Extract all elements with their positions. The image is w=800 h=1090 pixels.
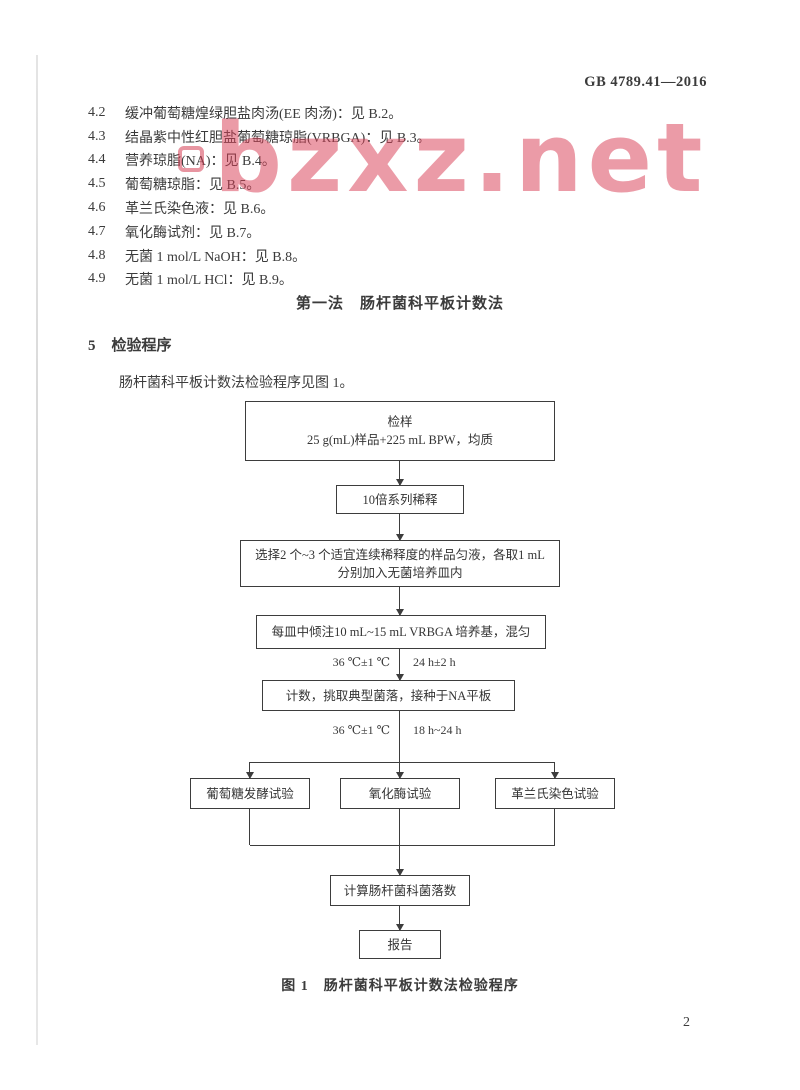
list-item: 4.2 缓冲葡萄糖煌绿胆盐肉汤(EE 肉汤)：见 B.2。	[88, 101, 708, 125]
list-item: 4.9 无菌 1 mol/L HCl：见 B.9。	[88, 268, 708, 292]
flow-arrow-down	[395, 514, 404, 541]
flow-box-glucose-test-text: 葡萄糖发酵试验	[206, 786, 294, 801]
flow-box-sample-line1: 检样	[387, 415, 413, 429]
flow-arrow-down	[395, 906, 404, 931]
condition-temp-1: 36 ℃±1 ℃	[332, 655, 390, 669]
reagent-number: 4.2	[88, 104, 106, 120]
flow-arrow-down	[395, 461, 404, 486]
flow-arrow-down	[395, 762, 404, 779]
flow-box-calculate: 计算肠杆菌科菌落数	[330, 875, 470, 906]
clause-title: 检验程序	[111, 338, 172, 354]
figure-caption: 图 1 肠杆菌科平板计数法检验程序	[281, 979, 519, 994]
reagent-text: 革兰氏染色液：见 B.6。	[125, 202, 275, 218]
list-item: 4.5 葡萄糖琼脂：见 B.5。	[88, 172, 708, 196]
flow-box-dilution: 10倍系列稀释	[336, 485, 464, 514]
flow-arrow-down	[245, 762, 254, 779]
list-item: 4.3 结晶紫中性红胆盐葡萄糖琼脂(VRBGA)：见 B.3。	[88, 125, 708, 149]
list-item: 4.8 无菌 1 mol/L NaOH：见 B.8。	[88, 244, 708, 268]
reagent-text: 营养琼脂(NA)：见 B.4。	[125, 154, 276, 170]
reagent-number: 4.3	[88, 128, 106, 144]
doc-number: GB 4789.41—2016	[584, 74, 707, 90]
reagent-number: 4.4	[88, 152, 106, 168]
flow-box-pour: 每皿中倾注10 mL~15 mL VRBGA 培养基，混匀	[256, 615, 546, 649]
flow-box-report-text: 报告	[387, 937, 413, 952]
flow-box-select-line2: 分别加入无菌培养皿内	[337, 565, 463, 580]
reagent-text: 葡萄糖琼脂：见 B.5。	[125, 178, 261, 194]
flow-box-gram-test: 革兰氏染色试验	[495, 778, 615, 809]
flow-arrow-down	[395, 809, 404, 876]
reagent-list: 4.2 缓冲葡萄糖煌绿胆盐肉汤(EE 肉汤)：见 B.2。 4.3 结晶紫中性红…	[88, 101, 708, 291]
clause-heading: 5 检验程序	[88, 334, 172, 355]
flow-box-oxidase-test: 氧化酶试验	[340, 778, 460, 809]
reagent-number: 4.7	[88, 223, 106, 239]
flow-arrow-down	[395, 649, 404, 681]
flow-box-glucose-test: 葡萄糖发酵试验	[190, 778, 310, 809]
reagent-text: 结晶紫中性红胆盐葡萄糖琼脂(VRBGA)：见 B.3。	[125, 130, 431, 146]
list-item: 4.4 营养琼脂(NA)：见 B.4。	[88, 149, 708, 173]
list-item: 4.6 革兰氏染色液：见 B.6。	[88, 196, 708, 220]
reagent-number: 4.5	[88, 176, 106, 192]
flow-box-count: 计数，挑取典型菌落，接种于NA平板	[262, 680, 515, 711]
page-number: 2	[683, 1015, 690, 1030]
clause-number: 5	[88, 338, 96, 354]
condition-temp-2: 36 ℃±1 ℃	[332, 723, 390, 737]
condition-time-1: 24 h±2 h	[413, 655, 456, 669]
flow-box-count-text: 计数，挑取典型菌落，接种于NA平板	[285, 688, 492, 703]
reagent-number: 4.8	[88, 247, 106, 263]
flow-box-select: 选择2 个~3 个适宜连续稀释度的样品匀液，各取1 mL 分别加入无菌培养皿内	[240, 540, 560, 587]
intro-paragraph: 肠杆菌科平板计数法检验程序见图 1。	[119, 376, 354, 391]
reagent-text: 无菌 1 mol/L NaOH：见 B.8。	[125, 249, 307, 265]
reagent-number: 4.9	[88, 271, 106, 287]
flow-box-report: 报告	[359, 930, 441, 959]
flow-box-calculate-text: 计算肠杆菌科菌落数	[343, 883, 457, 898]
flow-branch-line	[250, 762, 555, 763]
flow-line-down	[399, 711, 400, 762]
scan-edge-artifact	[36, 55, 38, 1045]
reagent-number: 4.6	[88, 200, 106, 216]
reagent-text: 氧化酶试剂：见 B.7。	[125, 225, 261, 241]
flow-line-down	[554, 809, 555, 845]
reagent-text: 无菌 1 mol/L HCl：见 B.9。	[125, 273, 293, 289]
flow-box-sample: 检样 25 g(mL)样品+225 mL BPW，均质	[245, 401, 555, 461]
flow-line-down	[249, 809, 250, 845]
flow-arrow-down	[550, 762, 559, 779]
flow-box-oxidase-test-text: 氧化酶试验	[368, 786, 432, 801]
condition-time-2: 18 h~24 h	[413, 723, 462, 737]
flow-box-sample-line2: 25 g(mL)样品+225 mL BPW，均质	[306, 433, 494, 447]
reagent-text: 缓冲葡萄糖煌绿胆盐肉汤(EE 肉汤)：见 B.2。	[125, 106, 403, 122]
flow-box-gram-test-text: 革兰氏染色试验	[511, 786, 599, 801]
list-item: 4.7 氧化酶试剂：见 B.7。	[88, 220, 708, 244]
flow-merge-line	[250, 845, 555, 846]
flow-arrow-down	[395, 587, 404, 616]
flow-box-dilution-text: 10倍系列稀释	[362, 492, 438, 507]
flow-box-select-line1: 选择2 个~3 个适宜连续稀释度的样品匀液，各取1 mL	[255, 547, 545, 562]
flow-box-pour-text: 每皿中倾注10 mL~15 mL VRBGA 培养基，混匀	[271, 625, 531, 639]
method-title: 第一法 肠杆菌科平板计数法	[295, 296, 504, 312]
